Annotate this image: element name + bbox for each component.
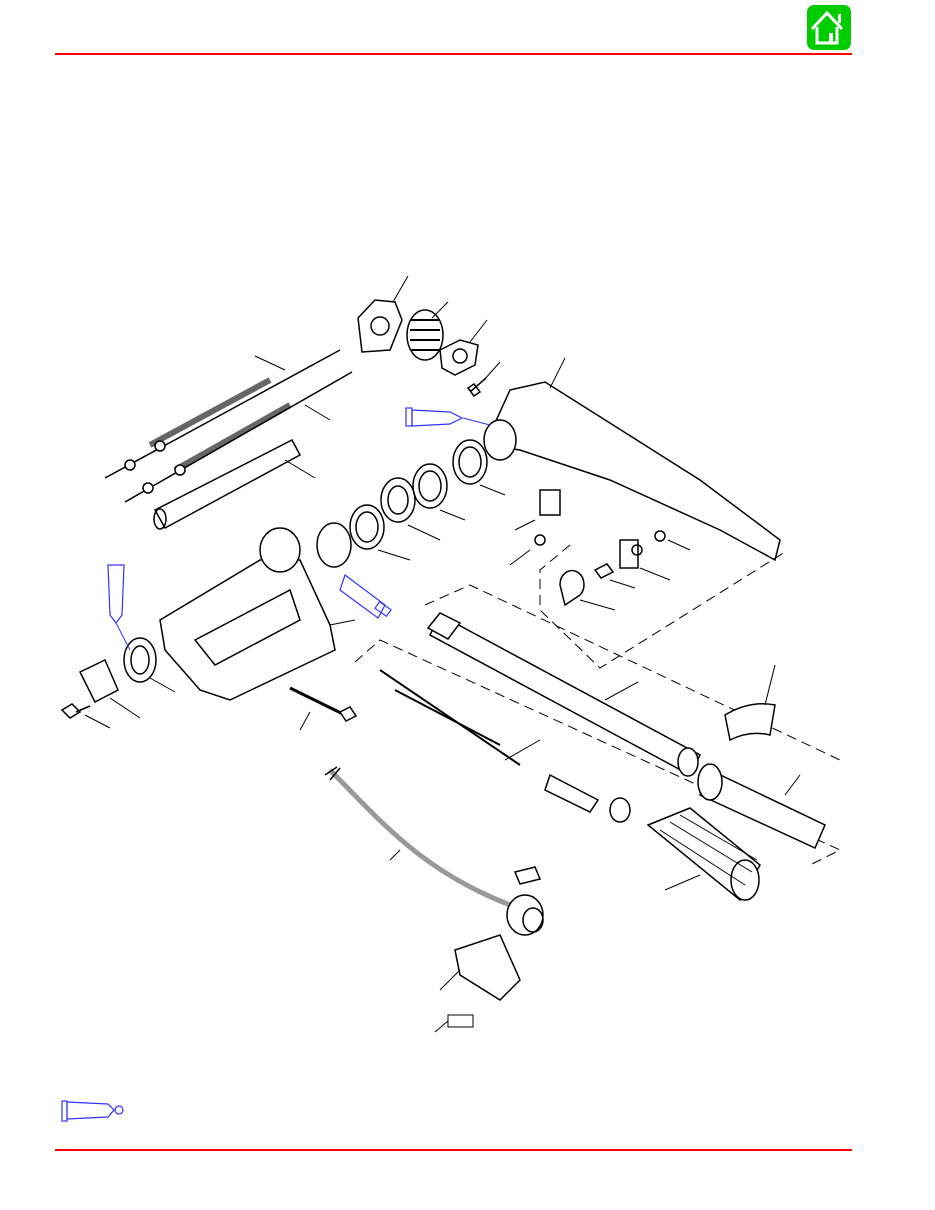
- sleeve-hose-part: [153, 438, 316, 530]
- home-button[interactable]: [807, 5, 851, 50]
- lubricant-tube-icon: [405, 407, 491, 427]
- header-rule: [55, 53, 852, 55]
- clip-plate-part: [78, 658, 141, 719]
- lubricant-tube-icon: [339, 574, 392, 619]
- detail-group-outline: [354, 544, 842, 866]
- stop-switch-harness-part: [324, 766, 544, 1033]
- throttle-cables-part: [104, 349, 353, 503]
- tiller-arm-part: [483, 357, 781, 562]
- small-parts: [509, 530, 691, 611]
- bolt-part: [60, 686, 358, 731]
- bushing-part: [123, 637, 176, 693]
- grip-cover-part: [724, 664, 776, 742]
- lubricant-tube-icon: [107, 564, 131, 651]
- twist-grip-part: [646, 807, 761, 902]
- screw-part: [466, 361, 501, 398]
- legend-lubricant-tube-icon: [61, 1100, 124, 1122]
- home-icon: [810, 10, 844, 45]
- lower-housing-part: [159, 527, 356, 701]
- inner-cables-part: [379, 669, 631, 823]
- throttle-shaft-part: [426, 612, 701, 777]
- friction-plate-part: [439, 319, 488, 376]
- rings-parts: [316, 439, 506, 568]
- throttle-cam-part: [357, 275, 409, 353]
- footer-rule: [55, 1149, 852, 1151]
- grip-sleeve-part: [697, 763, 826, 850]
- friction-spool-part: [406, 301, 449, 361]
